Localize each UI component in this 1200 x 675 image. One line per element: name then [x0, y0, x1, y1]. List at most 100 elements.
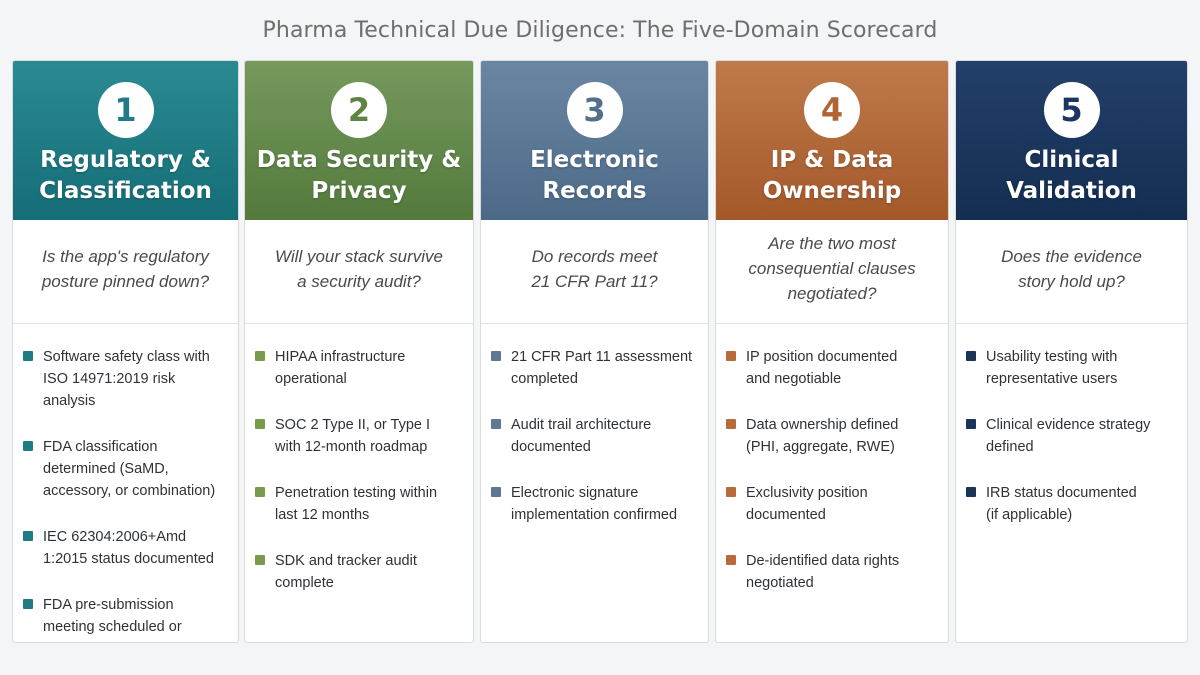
- domain-title-line: Classification: [39, 178, 212, 204]
- square-bullet-icon: [255, 419, 265, 429]
- square-bullet-icon: [726, 351, 736, 361]
- domain-title: Regulatory & Classification: [13, 145, 238, 207]
- page-title: Pharma Technical Due Diligence: The Five…: [262, 18, 938, 43]
- checklist-item: Usability testing with representative us…: [966, 346, 1177, 390]
- checklist: Usability testing with representative us…: [956, 324, 1187, 526]
- scorecard-board: 1 Regulatory & Classification Is the app'…: [12, 60, 1188, 643]
- domain-title-line: Validation: [1006, 178, 1137, 204]
- checklist-item: Software safety class with ISO 14971:201…: [23, 346, 228, 412]
- checklist-item-text: 21 CFR Part 11 assessment completed: [511, 349, 693, 387]
- square-bullet-icon: [726, 487, 736, 497]
- domain-question: Does the evidence story hold up?: [956, 220, 1187, 324]
- checklist-item: Data ownership defined (PHI, aggregate, …: [726, 414, 938, 458]
- domain-question-text: Are the two most consequential clauses n…: [748, 234, 916, 303]
- card-header: 1 Regulatory & Classification: [13, 61, 238, 220]
- square-bullet-icon: [966, 351, 976, 361]
- checklist-item-text: Audit trail architecture documented: [511, 417, 652, 455]
- checklist-item-text: Electronic signature implementation conf…: [511, 485, 678, 523]
- domain-number-badge: 5: [1043, 82, 1100, 138]
- domain-title-line: Privacy: [311, 178, 407, 204]
- domain-title-line: Electronic: [530, 147, 659, 173]
- checklist-item-text: SDK and tracker audit complete: [275, 553, 417, 591]
- checklist-item: SOC 2 Type II, or Type I with 12-month r…: [255, 414, 463, 458]
- checklist-item: De-identified data rights negotiated: [726, 550, 938, 594]
- square-bullet-icon: [491, 487, 501, 497]
- checklist-item: FDA classification determined (SaMD, acc…: [23, 436, 228, 502]
- card-header: 2 Data Security & Privacy: [245, 61, 473, 220]
- domain-card-1: 1 Regulatory & Classification Is the app'…: [12, 60, 239, 643]
- checklist-item-text: Software safety class with ISO 14971:201…: [43, 349, 210, 409]
- checklist-item-text: Usability testing with representative us…: [986, 349, 1118, 387]
- checklist-item-text: Data ownership defined (PHI, aggregate, …: [746, 417, 899, 455]
- checklist-item: IP position documented and negotiable: [726, 346, 938, 390]
- checklist-item: Clinical evidence strategy defined: [966, 414, 1177, 458]
- checklist-item-text: Exclusivity position documented: [746, 485, 868, 523]
- checklist-item: 21 CFR Part 11 assessment completed: [491, 346, 698, 390]
- square-bullet-icon: [966, 487, 976, 497]
- domain-title: Data Security & Privacy: [245, 145, 473, 207]
- domain-title-line: Regulatory &: [40, 147, 211, 173]
- domain-question-text: Will your stack survive a security audit…: [275, 246, 443, 291]
- square-bullet-icon: [966, 419, 976, 429]
- domain-question: Will your stack survive a security audit…: [245, 220, 473, 324]
- checklist-item-text: Clinical evidence strategy defined: [986, 417, 1151, 455]
- domain-question: Are the two most consequential clauses n…: [716, 220, 948, 324]
- checklist-item: SDK and tracker audit complete: [255, 550, 463, 594]
- square-bullet-icon: [255, 487, 265, 497]
- square-bullet-icon: [23, 531, 33, 541]
- checklist-item: Exclusivity position documented: [726, 482, 938, 526]
- domain-title-line: Data Security &: [256, 147, 462, 173]
- square-bullet-icon: [491, 351, 501, 361]
- square-bullet-icon: [23, 441, 33, 451]
- domain-title-line: Records: [542, 178, 647, 204]
- domain-title-line: Ownership: [762, 178, 902, 204]
- checklist-item: Electronic signature implementation conf…: [491, 482, 698, 526]
- domain-card-2: 2 Data Security & Privacy Will your stack…: [244, 60, 474, 643]
- checklist: Software safety class with ISO 14971:201…: [13, 324, 238, 642]
- domain-title-line: Clinical: [1024, 147, 1119, 173]
- checklist-item-text: IP position documented and negotiable: [746, 349, 898, 387]
- domain-question-text: Does the evidence story hold up?: [1001, 246, 1142, 291]
- square-bullet-icon: [726, 555, 736, 565]
- checklist-item: FDA pre-submission meeting scheduled or …: [23, 594, 228, 642]
- domain-number-badge: 3: [566, 82, 623, 138]
- checklist-item: HIPAA infrastructure operational: [255, 346, 463, 390]
- checklist-item: Penetration testing within last 12 month…: [255, 482, 463, 526]
- square-bullet-icon: [23, 599, 33, 609]
- checklist-item: Audit trail architecture documented: [491, 414, 698, 458]
- checklist-item-text: HIPAA infrastructure operational: [275, 349, 406, 387]
- checklist-item-text: IEC 62304:2006+Amd 1:2015 status documen…: [43, 529, 214, 567]
- domain-number-badge: 1: [97, 82, 154, 138]
- square-bullet-icon: [255, 555, 265, 565]
- square-bullet-icon: [255, 351, 265, 361]
- checklist-item-text: Penetration testing within last 12 month…: [275, 485, 438, 523]
- domain-question: Is the app's regulatory posture pinned d…: [13, 220, 238, 324]
- domain-question: Do records meet 21 CFR Part 11?: [481, 220, 708, 324]
- domain-title-line: IP & Data: [770, 147, 894, 173]
- square-bullet-icon: [726, 419, 736, 429]
- checklist-item-text: IRB status documented (if applicable): [986, 485, 1137, 523]
- checklist-item-text: SOC 2 Type II, or Type I with 12-month r…: [275, 417, 431, 455]
- square-bullet-icon: [491, 419, 501, 429]
- checklist-item-text: FDA pre-submission meeting scheduled or …: [43, 597, 182, 642]
- domain-question-text: Do records meet 21 CFR Part 11?: [531, 246, 658, 291]
- checklist-item-text: FDA classification determined (SaMD, acc…: [43, 439, 216, 499]
- checklist-item: IRB status documented (if applicable): [966, 482, 1177, 526]
- domain-number-badge: 4: [804, 82, 860, 138]
- square-bullet-icon: [23, 351, 33, 361]
- checklist-item: IEC 62304:2006+Amd 1:2015 status documen…: [23, 526, 228, 570]
- checklist-item-text: De-identified data rights negotiated: [746, 553, 900, 591]
- domain-question-text: Is the app's regulatory posture pinned d…: [41, 246, 210, 291]
- domain-number-badge: 2: [331, 82, 387, 138]
